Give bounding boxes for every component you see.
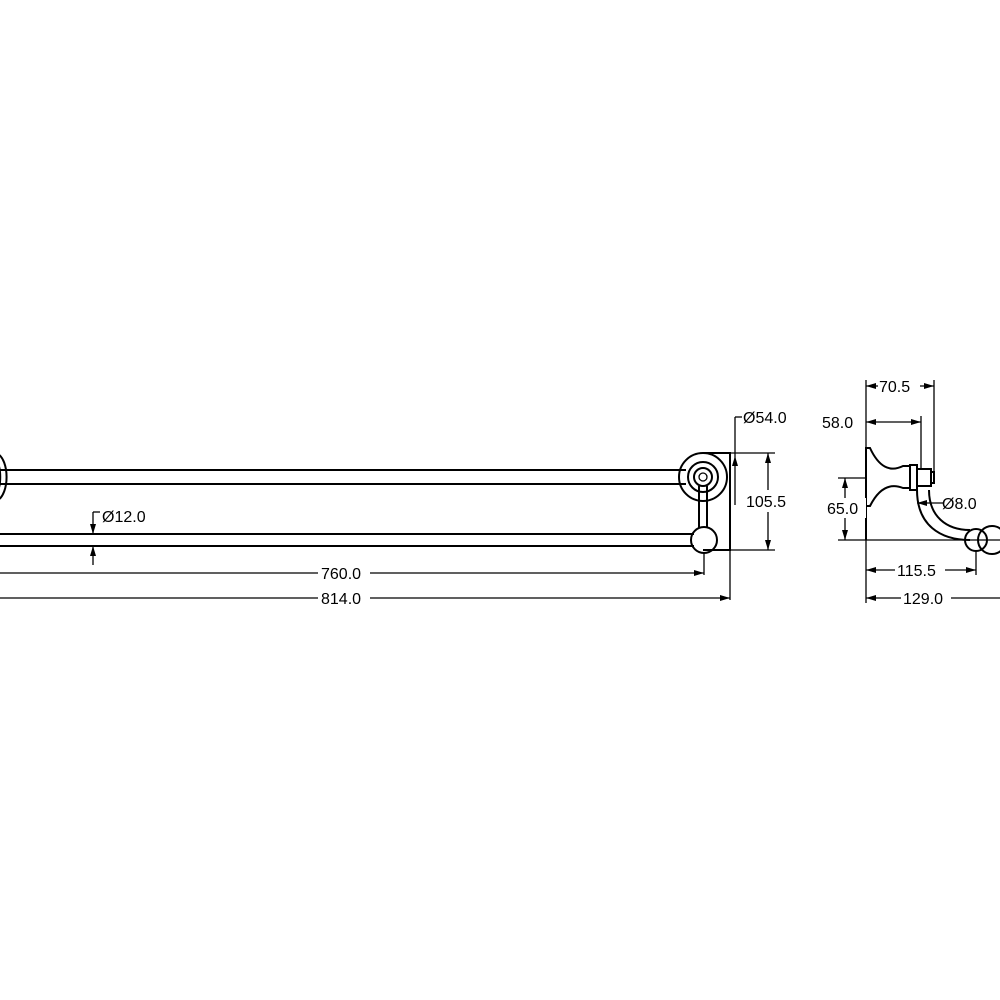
rod-diameter-dimension: Ø12.0 — [90, 509, 146, 565]
flange-diameter-label: Ø54.0 — [743, 410, 787, 427]
overall-length-dimension: 814.0 — [0, 550, 731, 608]
side-height-dimension: 65.0 — [826, 477, 866, 540]
depth-top-dimension: 70.5 — [865, 376, 935, 472]
hook-diameter-dimension: Ø8.0 — [917, 496, 977, 513]
height-dimension: 105.5 — [730, 452, 791, 551]
projection-overall-label: 129.0 — [903, 591, 943, 608]
flange-diameter-dimension: Ø54.0 — [732, 410, 787, 505]
overall-length-label: 814.0 — [321, 591, 361, 608]
projection-overall-dimension: 129.0 — [866, 588, 1000, 608]
upper-towel-bar — [0, 469, 686, 485]
inner-length-label: 760.0 — [321, 566, 361, 583]
lower-towel-bar — [0, 526, 718, 554]
side-connector — [909, 464, 935, 491]
rod-diameter-label: Ø12.0 — [102, 509, 146, 526]
hook-diameter-label: Ø8.0 — [942, 496, 977, 513]
right-wall-flange — [678, 452, 731, 551]
side-flange — [865, 447, 911, 507]
side-height-label: 65.0 — [827, 501, 858, 518]
inner-length-dimension: 760.0 — [0, 553, 705, 583]
side-view: 70.5 58.0 65.0 Ø8.0 — [822, 376, 1000, 608]
depth-top-label: 70.5 — [879, 379, 910, 396]
projection-inner-label: 115.5 — [897, 563, 936, 580]
projection-inner-dimension: 115.5 — [865, 540, 977, 603]
flange-offset-dimension: 58.0 — [822, 415, 922, 469]
height-label: 105.5 — [746, 494, 786, 511]
front-view: Ø12.0 Ø54.0 105.5 760.0 — [0, 410, 791, 608]
flange-offset-label: 58.0 — [822, 415, 853, 432]
left-wall-flange — [0, 454, 8, 500]
